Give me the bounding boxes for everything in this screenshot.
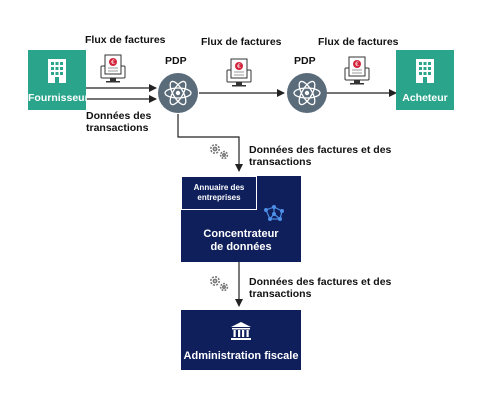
arrow-pdp-concentrateur bbox=[177, 114, 243, 172]
annuaire-box: Annuaire des entreprises bbox=[181, 176, 257, 210]
building-icon bbox=[416, 59, 434, 83]
pdp-left-label: PDP bbox=[165, 55, 187, 67]
flux-label-2: Flux de factures bbox=[201, 36, 282, 48]
administration-label: Administration fiscale bbox=[183, 350, 299, 362]
svg-text:€: € bbox=[355, 61, 359, 68]
building-icon bbox=[48, 59, 66, 83]
donnees-factures-label-1: Données des factures et des transactions bbox=[249, 144, 392, 168]
network-icon bbox=[264, 205, 284, 221]
gears-icon bbox=[210, 276, 229, 292]
pdp-right-label: PDP bbox=[294, 55, 316, 67]
fournisseur-label: Fournisseur bbox=[28, 92, 89, 104]
fournisseur-node: Fournisseur bbox=[28, 50, 89, 110]
invoice-monitor-icon: € bbox=[344, 56, 370, 85]
pdp-right-atom-icon bbox=[287, 73, 327, 113]
donnees-factures-label-2: Données des factures et des transactions bbox=[249, 276, 392, 300]
gears-icon bbox=[210, 144, 229, 160]
invoice-monitor-icon: € bbox=[226, 58, 252, 87]
svg-text:€: € bbox=[237, 63, 241, 70]
concentrateur-node: Annuaire des entreprises Concentrateur d… bbox=[181, 176, 301, 262]
concentrateur-label: Concentrateur de données bbox=[203, 228, 279, 253]
administration-node: Administration fiscale bbox=[181, 310, 301, 370]
invoice-monitor-icon: € bbox=[100, 54, 126, 83]
acheteur-label: Acheteur bbox=[402, 92, 448, 104]
donnees-transactions-label: Données des transactions bbox=[86, 110, 152, 134]
flux-label-3: Flux de factures bbox=[318, 36, 399, 48]
svg-text:€: € bbox=[111, 59, 115, 66]
flux-label-1: Flux de factures bbox=[85, 34, 166, 46]
pdp-left-atom-icon bbox=[158, 73, 198, 113]
acheteur-node: Acheteur bbox=[396, 50, 454, 110]
bank-icon bbox=[231, 322, 251, 340]
